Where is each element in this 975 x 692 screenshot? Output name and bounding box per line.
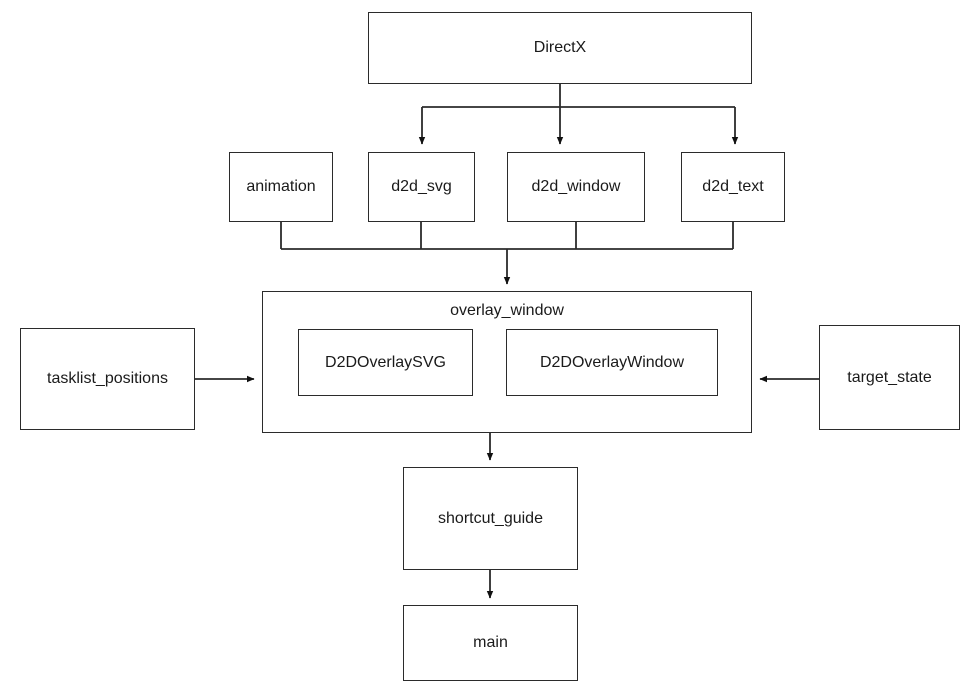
- node-directx[interactable]: DirectX: [368, 12, 752, 84]
- node-d2doverlaywindow-label: D2DOverlayWindow: [539, 353, 685, 371]
- node-d2doverlaywindow[interactable]: D2DOverlayWindow: [506, 329, 718, 396]
- node-target-state-label: target_state: [847, 368, 932, 386]
- node-animation-label: animation: [246, 178, 316, 196]
- cluster-overlay-window-title: overlay_window: [450, 302, 564, 319]
- node-tasklist-positions[interactable]: tasklist_positions: [20, 328, 195, 430]
- node-d2doverlaysvg[interactable]: D2DOverlaySVG: [298, 329, 473, 396]
- node-d2d-text[interactable]: d2d_text: [681, 152, 785, 222]
- node-d2d-text-label: d2d_text: [702, 178, 764, 196]
- node-target-state[interactable]: target_state: [819, 325, 960, 430]
- node-main-label: main: [473, 634, 508, 652]
- node-d2d-svg-label: d2d_svg: [391, 178, 452, 196]
- node-main[interactable]: main: [403, 605, 578, 681]
- node-shortcut-guide[interactable]: shortcut_guide: [403, 467, 578, 570]
- node-d2d-svg[interactable]: d2d_svg: [368, 152, 475, 222]
- node-d2d-window-label: d2d_window: [531, 178, 621, 196]
- node-shortcut-guide-label: shortcut_guide: [438, 509, 543, 527]
- node-d2doverlaysvg-label: D2DOverlaySVG: [325, 353, 446, 371]
- node-animation[interactable]: animation: [229, 152, 333, 222]
- node-directx-label: DirectX: [533, 39, 587, 57]
- node-tasklist-positions-label: tasklist_positions: [47, 370, 168, 388]
- node-d2d-window[interactable]: d2d_window: [507, 152, 645, 222]
